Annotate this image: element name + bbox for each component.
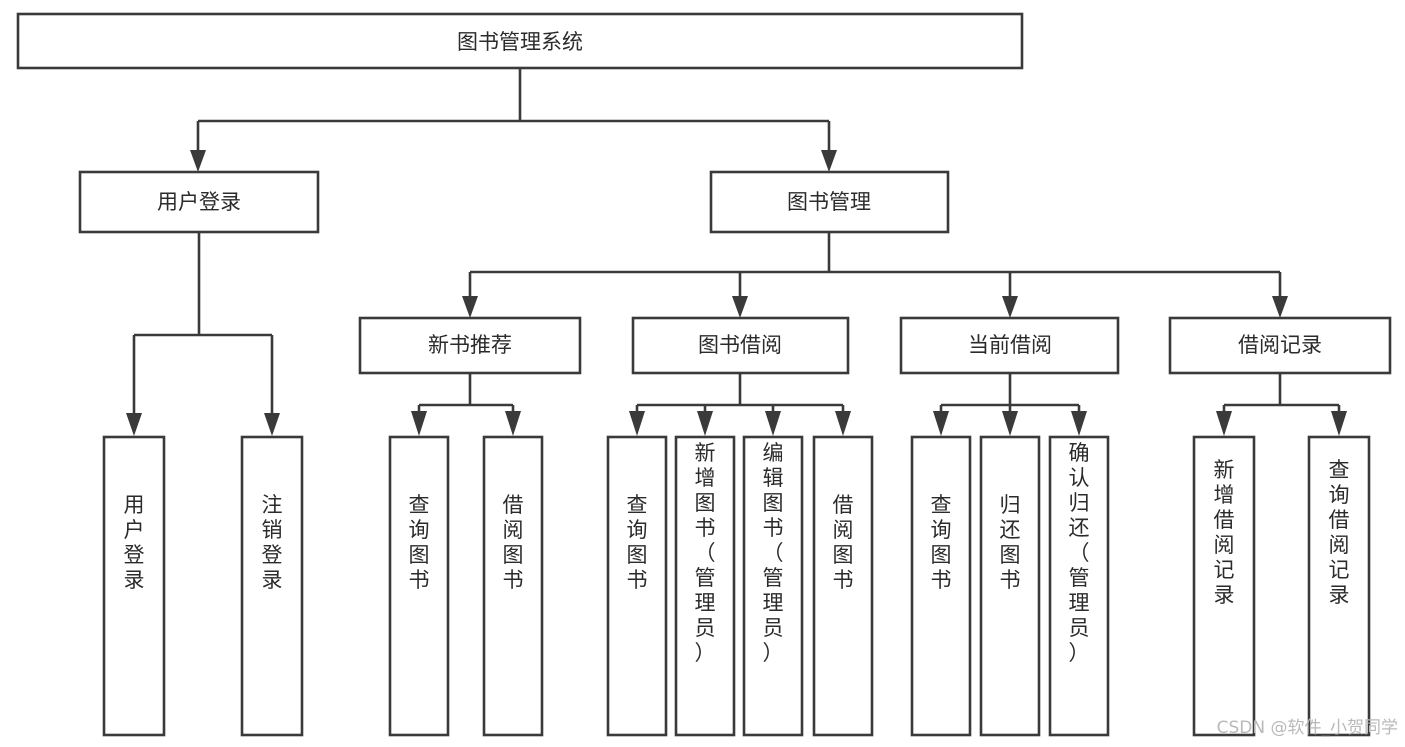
connector-new-book-recommend-to-leaves	[417, 373, 515, 415]
arrow-head-leaf-borrow-book-1	[505, 411, 521, 436]
node-borrow-record[interactable]: 借阅记录	[1168, 316, 1392, 375]
node-leaf-borrow-book-1-box[interactable]	[482, 435, 544, 737]
arrow-head-leaf-edit-book	[765, 411, 781, 436]
node-leaf-confirm-return[interactable]: 确认归还（管理员）	[1048, 435, 1110, 737]
node-leaf-return-book-box[interactable]	[979, 435, 1041, 737]
connector-layer	[126, 68, 1347, 436]
node-leaf-confirm-return-box[interactable]	[1048, 435, 1110, 737]
node-leaf-return-book[interactable]: 归还图书	[979, 435, 1041, 737]
node-borrow-record-label: 借阅记录	[1238, 333, 1322, 357]
node-leaf-query-book-3-label: 查询图书	[931, 493, 952, 592]
connector-borrow-record-to-leaves	[1222, 373, 1341, 415]
node-leaf-query-book-3[interactable]: 查询图书	[910, 435, 972, 737]
arrow-head-leaf-query-book-2	[629, 411, 645, 436]
connector-current-borrow-to-leaves	[939, 373, 1081, 415]
connector-root-to-level2	[196, 68, 831, 152]
node-leaf-return-book-label: 归还图书	[1000, 493, 1021, 592]
arrow-head-user-login	[190, 150, 206, 172]
node-leaf-query-book-3-box[interactable]	[910, 435, 972, 737]
node-leaf-edit-book[interactable]: 编辑图书（管理员）	[742, 435, 804, 737]
arrow-head-leaf-return-book	[1002, 411, 1018, 436]
arrow-head-borrow-record	[1272, 296, 1288, 318]
connector-book-borrow-to-leaves	[635, 373, 845, 415]
node-leaf-add-book-box[interactable]	[674, 435, 736, 737]
node-borrow-record-box[interactable]	[1168, 316, 1392, 375]
node-leaf-query-record-box[interactable]	[1307, 435, 1371, 737]
node-root-box[interactable]	[16, 12, 1024, 70]
node-new-book-recommend-label: 新书推荐	[428, 333, 512, 357]
node-book-manage[interactable]: 图书管理	[709, 170, 950, 234]
node-leaf-query-book-1-box[interactable]	[388, 435, 450, 737]
node-leaf-add-book[interactable]: 新增图书（管理员）	[674, 435, 736, 737]
arrow-head-leaf-query-book-1	[411, 411, 427, 436]
node-root-label: 图书管理系统	[457, 30, 583, 54]
node-root[interactable]: 图书管理系统	[16, 12, 1024, 70]
node-leaf-user-login-label: 用户登录	[124, 493, 145, 592]
arrow-head-leaf-user-logout	[264, 413, 280, 436]
node-leaf-query-book-2-label: 查询图书	[627, 493, 648, 592]
node-leaf-borrow-book-2-box[interactable]	[812, 435, 874, 737]
node-book-borrow-label: 图书借阅	[698, 333, 782, 357]
node-book-manage-box[interactable]	[709, 170, 950, 234]
node-leaf-confirm-return-label: 确认归还（管理员）	[1069, 441, 1090, 665]
arrow-head-leaf-add-record	[1216, 411, 1232, 436]
node-book-borrow-box[interactable]	[631, 316, 850, 375]
node-book-manage-label: 图书管理	[787, 190, 871, 214]
node-leaf-user-login-box[interactable]	[102, 435, 166, 737]
arrow-head-leaf-borrow-book-2	[835, 411, 851, 436]
node-leaf-query-book-1[interactable]: 查询图书	[388, 435, 450, 737]
node-leaf-query-book-2-box[interactable]	[606, 435, 668, 737]
node-leaf-borrow-book-2-label: 借阅图书	[833, 493, 854, 592]
node-leaf-edit-book-box[interactable]	[742, 435, 804, 737]
node-leaf-query-record-label: 查询借阅记录	[1329, 458, 1350, 607]
node-current-borrow-box[interactable]	[899, 316, 1120, 375]
node-user-login[interactable]: 用户登录	[78, 170, 320, 234]
node-leaf-query-record[interactable]: 查询借阅记录	[1307, 435, 1371, 737]
arrow-head-book-manage	[821, 150, 837, 172]
node-user-login-label: 用户登录	[157, 190, 241, 214]
connector-book-manage-to-level3	[468, 232, 1282, 298]
arrow-head-current-borrow	[1002, 296, 1018, 318]
node-leaf-borrow-book-1[interactable]: 借阅图书	[482, 435, 544, 737]
node-leaf-query-book-2[interactable]: 查询图书	[606, 435, 668, 737]
arrow-head-leaf-user-login	[126, 413, 142, 436]
arrow-head-book-borrow	[732, 296, 748, 318]
node-leaf-add-record-label: 新增借阅记录	[1214, 458, 1235, 607]
arrow-head-leaf-query-record	[1331, 411, 1347, 436]
node-leaf-query-book-1-label: 查询图书	[409, 493, 430, 592]
node-current-borrow[interactable]: 当前借阅	[899, 316, 1120, 375]
node-leaf-user-logout-box[interactable]	[240, 435, 304, 737]
node-leaf-user-logout[interactable]: 注销登录	[240, 435, 304, 737]
node-new-book-recommend-box[interactable]	[358, 316, 582, 375]
connector-user-login-to-leaves	[132, 232, 274, 415]
arrow-head-leaf-query-book-3	[933, 411, 949, 436]
node-new-book-recommend[interactable]: 新书推荐	[358, 316, 582, 375]
arrow-head-new-book-recommend	[462, 296, 478, 318]
node-leaf-edit-book-label: 编辑图书（管理员）	[763, 441, 784, 665]
arrow-head-leaf-add-book	[697, 411, 713, 436]
node-user-login-box[interactable]	[78, 170, 320, 234]
node-leaf-borrow-book-1-label: 借阅图书	[503, 493, 524, 592]
node-leaf-add-record-box[interactable]	[1192, 435, 1256, 737]
node-leaf-user-logout-label: 注销登录	[262, 493, 283, 592]
node-leaf-borrow-book-2[interactable]: 借阅图书	[812, 435, 874, 737]
node-current-borrow-label: 当前借阅	[968, 333, 1052, 357]
node-book-borrow[interactable]: 图书借阅	[631, 316, 850, 375]
node-leaf-user-login[interactable]: 用户登录	[102, 435, 166, 737]
node-leaf-add-book-label: 新增图书（管理员）	[695, 441, 716, 665]
node-leaf-add-record[interactable]: 新增借阅记录	[1192, 435, 1256, 737]
arrow-head-leaf-confirm-return	[1071, 411, 1087, 436]
csdn-watermark: CSDN @软件_小贺同学	[1217, 718, 1398, 738]
